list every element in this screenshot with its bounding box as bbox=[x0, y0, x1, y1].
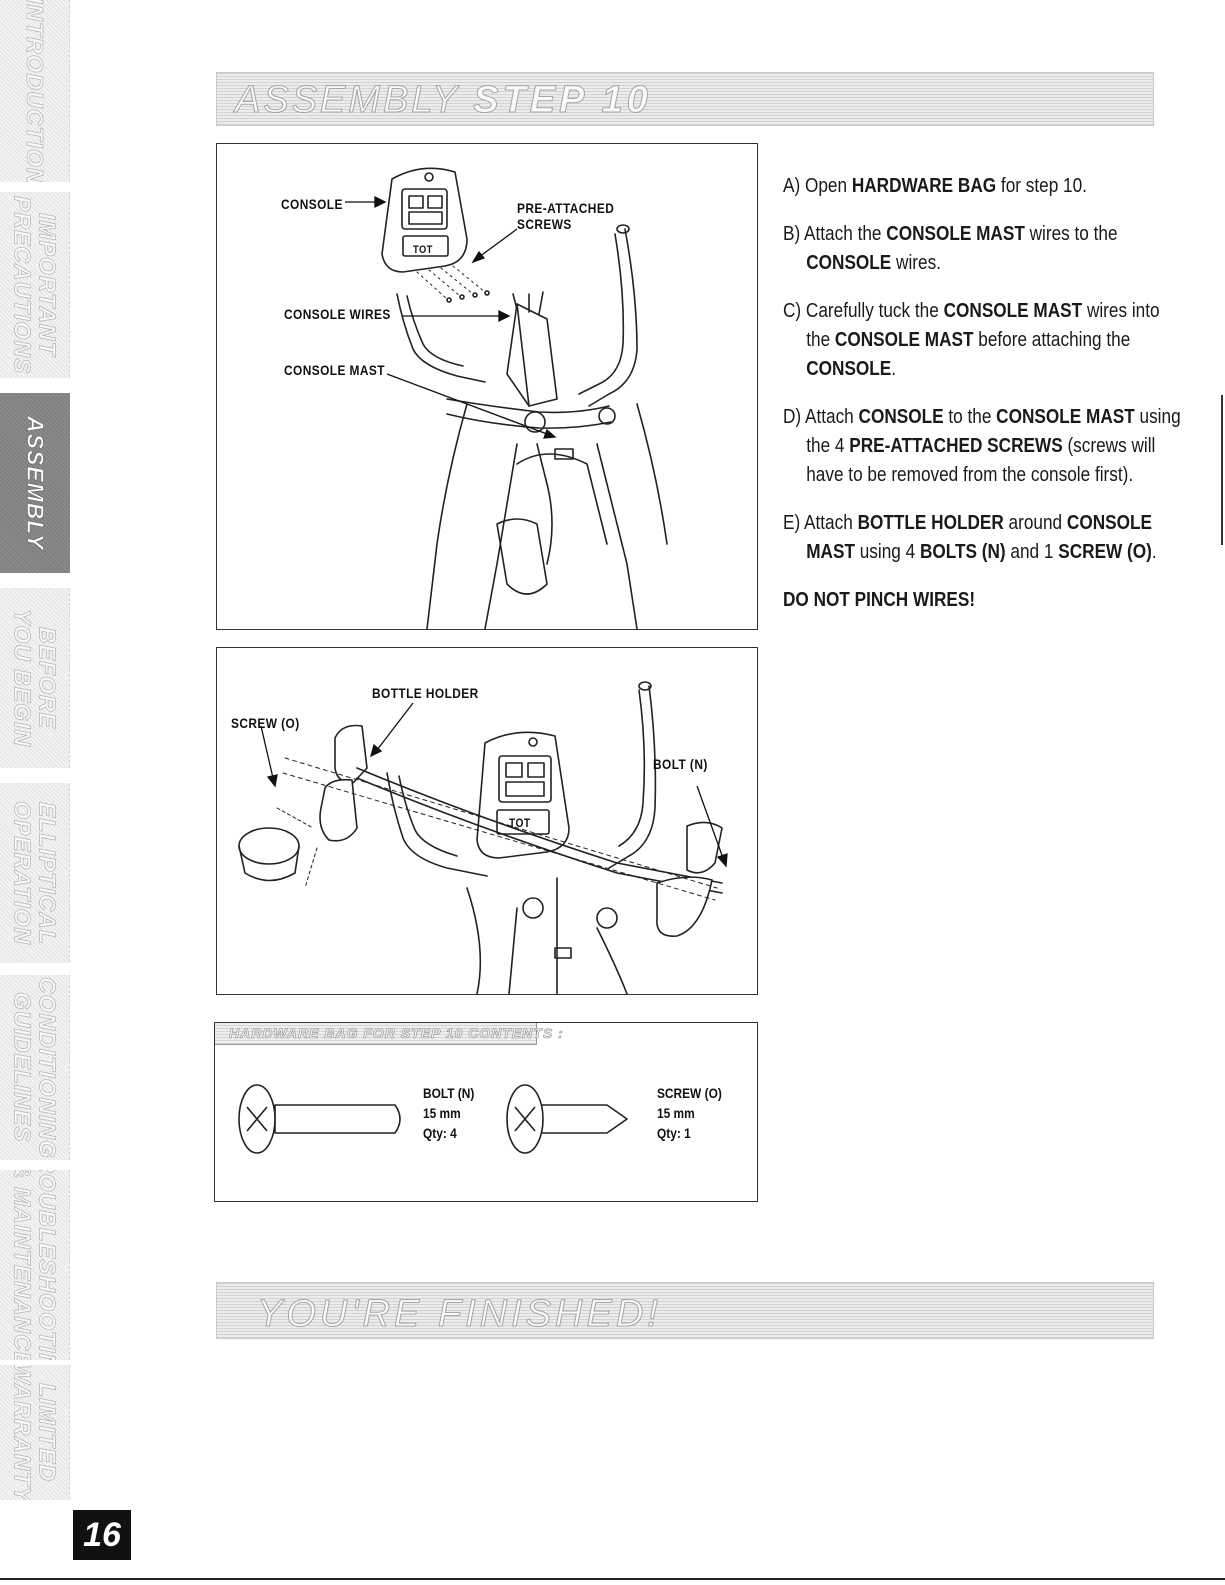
instr-bold: BOTTLE HOLDER bbox=[857, 512, 1004, 534]
label-console: CONSOLE bbox=[281, 196, 343, 212]
label-bottle-holder: BOTTLE HOLDER bbox=[372, 685, 479, 701]
instr-bold: CONSOLE MAST bbox=[996, 406, 1135, 428]
tab-important-precautions[interactable]: IMPORTANT PRECAUTIONS bbox=[0, 192, 70, 378]
bolt-name: BOLT (N) bbox=[423, 1085, 475, 1101]
instr-text: E) Attach bbox=[783, 512, 858, 534]
step-header-banner: ASSEMBLY STEP 10 bbox=[216, 72, 1154, 126]
step-title: ASSEMBLY STEP 10 bbox=[235, 79, 652, 122]
tab-limited-warranty[interactable]: LIMITED WARRANTY bbox=[0, 1365, 70, 1500]
bolt-size: 15 mm bbox=[423, 1105, 461, 1121]
tab-troubleshooting-maintenance[interactable]: TROUBLESHOOTING & MAINTENANCE bbox=[0, 1170, 70, 1360]
step-title-bold: STEP 10 bbox=[473, 79, 652, 122]
instr-bold: BOLTS (N) bbox=[919, 541, 1006, 563]
instruction-b: B) Attach the CONSOLE MAST wires to the … bbox=[783, 220, 1185, 278]
bolt-spec: BOLT (N) 15 mm Qty: 4 bbox=[423, 1083, 474, 1143]
tab-label: ELLIPTICAL OPERATION bbox=[9, 800, 61, 946]
hardware-bag-contents: HARDWARE BAG FOR STEP 10 CONTENTS : BOLT… bbox=[214, 1022, 758, 1202]
instr-text: . bbox=[1151, 541, 1157, 563]
tab-label: CONDITIONING GUIDELINES bbox=[9, 976, 61, 1159]
label-bolt-n: BOLT (N) bbox=[653, 756, 708, 772]
tab-label: BEFORE YOU BEGIN bbox=[9, 608, 61, 748]
tab-assembly[interactable]: ASSEMBLY bbox=[0, 393, 70, 573]
instruction-a: A) Open HARDWARE BAG for step 10. bbox=[783, 172, 1185, 201]
instr-text: wires to the bbox=[1024, 223, 1118, 245]
tab-label: TROUBLESHOOTING & MAINTENANCE bbox=[9, 1170, 61, 1360]
label-pre-attached-screws: PRE-ATTACHED SCREWS bbox=[517, 200, 615, 232]
instr-text: C) Carefully tuck the bbox=[783, 300, 944, 322]
instr-text: (screws will have to be removed from the… bbox=[806, 435, 1156, 486]
instr-text: using 4 bbox=[854, 541, 920, 563]
instr-bold: PRE-ATTACHED SCREWS bbox=[849, 435, 1063, 457]
tab-introduction[interactable]: INTRODUCTION bbox=[0, 0, 70, 182]
instruction-e: E) Attach BOTTLE HOLDER around CONSOLE M… bbox=[783, 509, 1185, 567]
tab-elliptical-operation[interactable]: ELLIPTICAL OPERATION bbox=[0, 783, 70, 963]
screw-name: SCREW (O) bbox=[657, 1085, 722, 1101]
tab-before-you-begin[interactable]: BEFORE YOU BEGIN bbox=[0, 588, 70, 768]
instr-bold: CONSOLE MAST bbox=[806, 512, 1152, 563]
instr-text: around bbox=[1003, 512, 1067, 534]
finished-text: YOU'RE FINISHED! bbox=[257, 1293, 662, 1336]
instr-text: to the bbox=[943, 406, 997, 428]
hardware-bag-tab: HARDWARE BAG FOR STEP 10 CONTENTS : bbox=[215, 1023, 563, 1045]
instr-bold: CONSOLE MAST bbox=[834, 329, 974, 351]
instr-text: for step 10. bbox=[996, 175, 1087, 197]
label-console-mast: CONSOLE MAST bbox=[284, 362, 385, 378]
label-console-wires: CONSOLE WIRES bbox=[284, 306, 391, 322]
instr-bold: HARDWARE BAG bbox=[851, 175, 997, 197]
console-mast-illustration bbox=[345, 167, 668, 629]
edge-mark bbox=[1221, 395, 1223, 545]
instruction-d: D) Attach CONSOLE to the CONSOLE MAST us… bbox=[783, 403, 1185, 490]
tab-label: IMPORTANT PRECAUTIONS bbox=[9, 195, 61, 375]
instr-bold: CONSOLE bbox=[806, 358, 892, 380]
instruction-c: C) Carefully tuck the CONSOLE MAST wires… bbox=[783, 297, 1185, 384]
tab-label: LIMITED WARRANTY bbox=[9, 1365, 61, 1500]
label-screw-o: SCREW (O) bbox=[231, 715, 300, 731]
tab-conditioning-guidelines[interactable]: CONDITIONING GUIDELINES bbox=[0, 975, 70, 1160]
finished-banner: YOU'RE FINISHED! bbox=[216, 1282, 1154, 1339]
instr-text: using the 4 bbox=[806, 406, 1181, 457]
console-display-text: TOT bbox=[509, 816, 531, 830]
warning-text: DO NOT PINCH WIRES! bbox=[783, 589, 976, 611]
page-number: 16 bbox=[73, 1510, 131, 1560]
instr-text: wires. bbox=[891, 252, 941, 274]
hardware-bag-title: HARDWARE BAG FOR STEP 10 CONTENTS : bbox=[229, 1025, 564, 1042]
tab-label: ASSEMBLY bbox=[22, 415, 49, 551]
bolt-qty: Qty: 4 bbox=[423, 1125, 457, 1141]
figure-bottle-holder: BOTTLE HOLDER SCREW (O) BOLT (N) TOT bbox=[216, 647, 758, 995]
instr-bold: CONSOLE bbox=[806, 252, 892, 274]
assembly-instructions: A) Open HARDWARE BAG for step 10. B) Att… bbox=[783, 172, 1181, 615]
hardware-drawings bbox=[238, 1084, 628, 1154]
instr-bold: SCREW (O) bbox=[1058, 541, 1152, 563]
instr-text: D) Attach bbox=[783, 406, 859, 428]
bottom-rule bbox=[0, 1578, 1225, 1580]
screw-size: 15 mm bbox=[657, 1105, 695, 1121]
instr-text: and 1 bbox=[1005, 541, 1059, 563]
screw-qty: Qty: 1 bbox=[657, 1125, 691, 1141]
instr-text: B) Attach the bbox=[783, 223, 887, 245]
tab-label: INTRODUCTION bbox=[22, 0, 49, 182]
step-title-light: ASSEMBLY bbox=[235, 79, 460, 122]
figure-console-attachment: CONSOLE PRE-ATTACHED SCREWS CONSOLE WIRE… bbox=[216, 143, 758, 630]
instr-bold: CONSOLE MAST bbox=[943, 300, 1083, 322]
console-display-text: TOT bbox=[413, 244, 433, 256]
instr-text: A) Open bbox=[783, 175, 852, 197]
instr-bold: CONSOLE MAST bbox=[886, 223, 1025, 245]
side-tabs: INTRODUCTION IMPORTANT PRECAUTIONS ASSEM… bbox=[0, 0, 70, 1500]
bottle-holder-illustration bbox=[238, 681, 728, 994]
instr-text: wires into the bbox=[806, 300, 1160, 351]
instr-bold: CONSOLE bbox=[858, 406, 944, 428]
instr-text: . bbox=[891, 358, 897, 380]
instr-text: before attaching the bbox=[973, 329, 1131, 351]
screw-spec: SCREW (O) 15 mm Qty: 1 bbox=[657, 1083, 722, 1143]
